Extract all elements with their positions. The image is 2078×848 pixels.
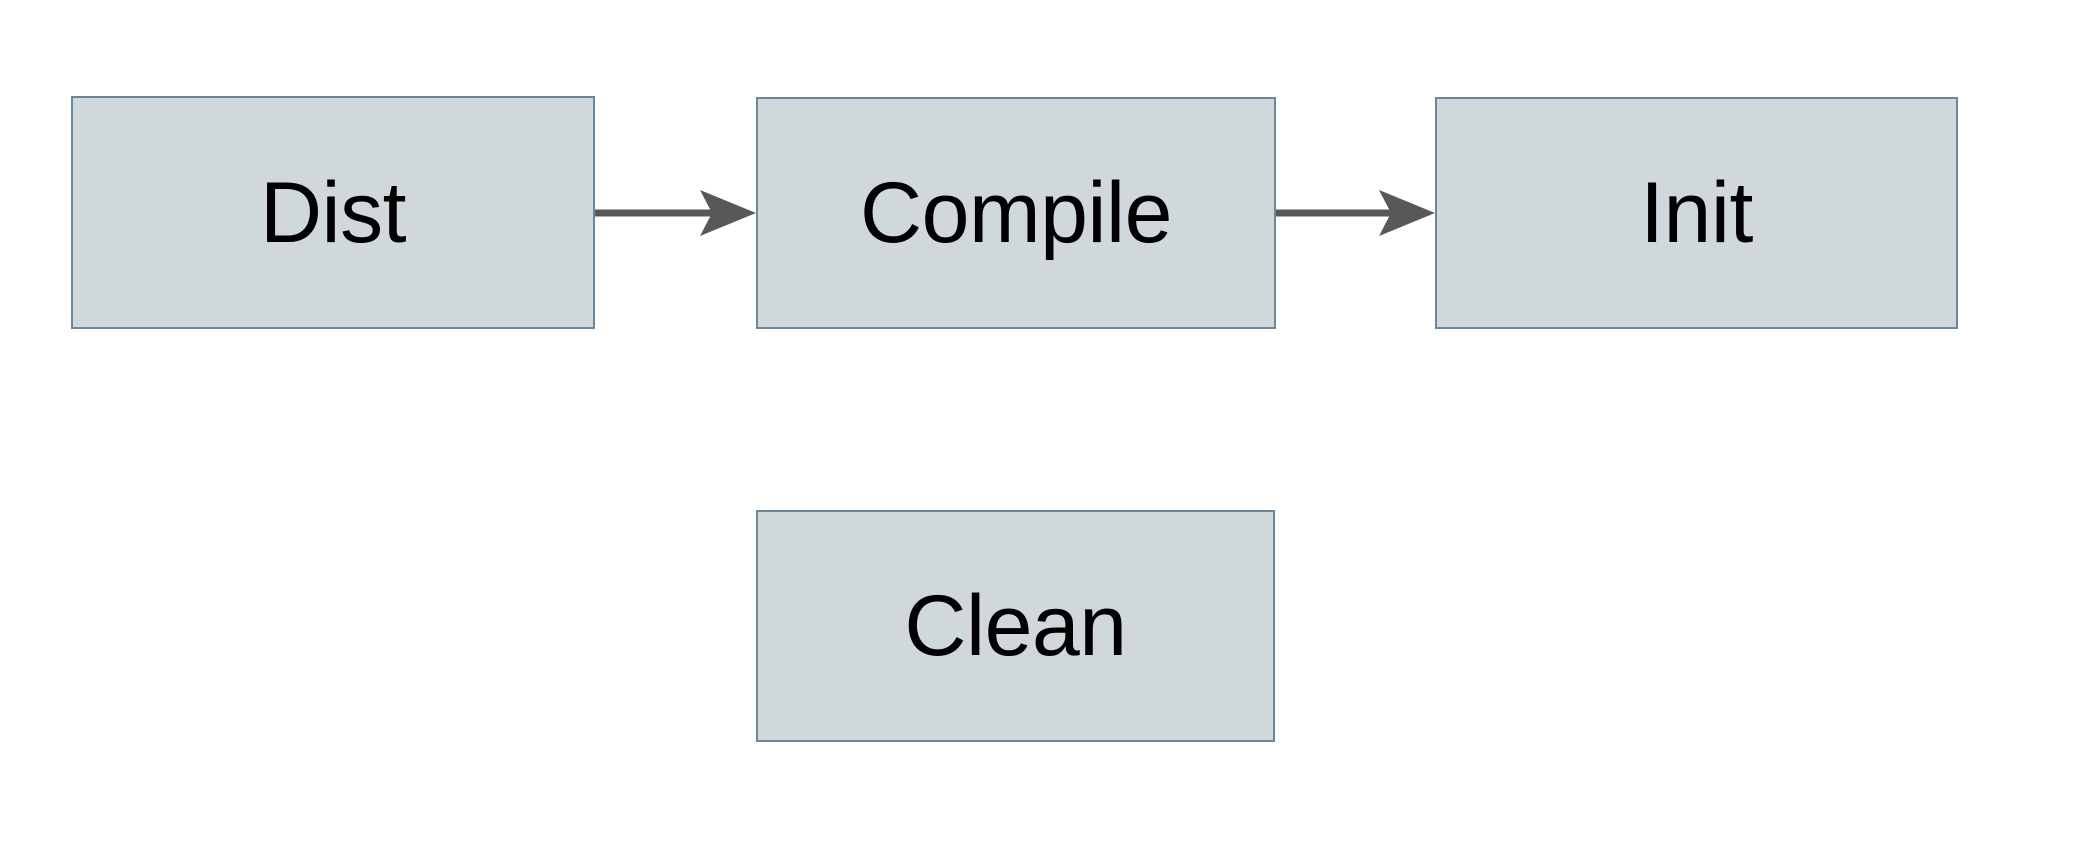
node-label: Init — [1640, 165, 1753, 261]
edge-compile-to-init[interactable] — [1276, 190, 1435, 236]
node-init[interactable]: Init — [1435, 97, 1958, 329]
node-compile[interactable]: Compile — [756, 97, 1276, 329]
arrowhead-icon — [1379, 190, 1435, 236]
edge-dist-to-compile[interactable] — [595, 190, 756, 236]
node-label: Dist — [259, 164, 407, 261]
node-label: Compile — [860, 165, 1172, 261]
node-dist[interactable]: Dist — [71, 96, 595, 329]
node-clean[interactable]: Clean — [756, 510, 1275, 742]
arrowhead-icon — [700, 190, 756, 236]
node-label: Clean — [904, 578, 1127, 674]
